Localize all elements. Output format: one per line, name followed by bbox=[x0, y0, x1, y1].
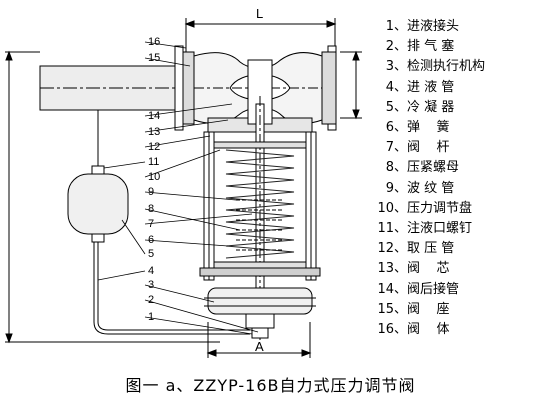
part-item: 15、阀 座 bbox=[373, 301, 450, 319]
actuator bbox=[207, 287, 313, 315]
callout-15: 15 bbox=[148, 52, 160, 64]
condenser bbox=[67, 173, 129, 235]
spring bbox=[225, 149, 295, 259]
callout-5: 5 bbox=[148, 248, 154, 260]
part-item: 16、阀 体 bbox=[373, 321, 450, 339]
part-number: 5、 bbox=[385, 99, 407, 115]
part-name: 阀 芯 bbox=[407, 261, 450, 277]
figure-caption: 图一 a、ZZYP-16B自力式压力调节阀 bbox=[125, 376, 416, 395]
part-item: 9、波 纹 管 bbox=[373, 180, 455, 198]
part-name: 进 液 管 bbox=[407, 79, 455, 95]
inlet-pipe bbox=[97, 242, 250, 331]
part-number: 14、 bbox=[377, 281, 407, 297]
part-item: 12、取 压 管 bbox=[373, 240, 454, 258]
part-name: 压力调节盘 bbox=[407, 200, 473, 216]
dimension-A-label: A bbox=[255, 339, 264, 354]
callout-6: 6 bbox=[148, 234, 154, 246]
callout-3: 3 bbox=[148, 279, 154, 291]
part-name: 阀 座 bbox=[407, 301, 450, 317]
callout-14: 14 bbox=[148, 110, 160, 122]
callout-13: 13 bbox=[148, 126, 160, 138]
part-item: 7、阀 杆 bbox=[373, 139, 450, 157]
part-item: 4、进 液 管 bbox=[373, 79, 455, 97]
part-number: 3、 bbox=[385, 59, 407, 75]
callout-12: 12 bbox=[148, 141, 160, 153]
part-number: 11、 bbox=[377, 221, 407, 236]
callout-8: 8 bbox=[148, 203, 154, 215]
part-item: 6、弹 簧 bbox=[373, 119, 450, 137]
part-item: 8、压紧螺母 bbox=[373, 159, 459, 177]
callout-10: 10 bbox=[148, 171, 160, 183]
part-number: 6、 bbox=[385, 120, 407, 135]
part-name: 阀 杆 bbox=[407, 140, 450, 156]
part-item: 11、注液口螺钉 bbox=[373, 220, 472, 238]
part-number: 13、 bbox=[377, 261, 407, 277]
part-number: 2、 bbox=[385, 39, 407, 55]
callout-11: 11 bbox=[148, 156, 159, 168]
callout-2: 2 bbox=[148, 294, 154, 306]
part-item: 1、进液接头 bbox=[373, 18, 459, 36]
part-number: 8、 bbox=[385, 160, 407, 176]
part-item: 10、压力调节盘 bbox=[373, 200, 472, 218]
part-item: 3、检测执行机构 bbox=[373, 58, 485, 76]
dimension-L-label: L bbox=[256, 6, 263, 21]
part-number: 15、 bbox=[377, 301, 407, 317]
part-number: 9、 bbox=[385, 180, 407, 196]
part-name: 进液接头 bbox=[407, 19, 460, 34]
part-item: 2、排 气 塞 bbox=[373, 38, 455, 56]
callout-7: 7 bbox=[148, 218, 154, 230]
part-number: 12、 bbox=[377, 241, 407, 257]
part-name: 弹 簧 bbox=[407, 120, 450, 135]
callout-1: 1 bbox=[148, 311, 154, 323]
part-item: 5、冷 凝 器 bbox=[373, 99, 455, 117]
part-item: 13、阀 芯 bbox=[373, 260, 450, 278]
callout-4: 4 bbox=[148, 265, 154, 277]
part-name: 阀后接管 bbox=[407, 281, 460, 297]
part-number: 7、 bbox=[385, 140, 407, 156]
part-name: 排 气 塞 bbox=[407, 39, 455, 55]
bellows bbox=[236, 199, 284, 251]
part-number: 10、 bbox=[377, 200, 407, 216]
part-number: 16、 bbox=[377, 322, 407, 337]
part-name: 检测执行机构 bbox=[407, 59, 486, 75]
part-name: 注液口螺钉 bbox=[407, 221, 473, 236]
part-number: 1、 bbox=[385, 19, 407, 34]
callout-16: 16 bbox=[148, 36, 160, 48]
part-number: 4、 bbox=[385, 79, 407, 95]
part-name: 取 压 管 bbox=[407, 241, 455, 257]
part-name: 阀 体 bbox=[407, 322, 450, 337]
part-item: 14、阀后接管 bbox=[373, 281, 459, 299]
part-name: 波 纹 管 bbox=[407, 180, 455, 196]
part-name: 冷 凝 器 bbox=[407, 99, 455, 115]
part-name: 压紧螺母 bbox=[407, 160, 460, 176]
callout-9: 9 bbox=[148, 186, 154, 198]
